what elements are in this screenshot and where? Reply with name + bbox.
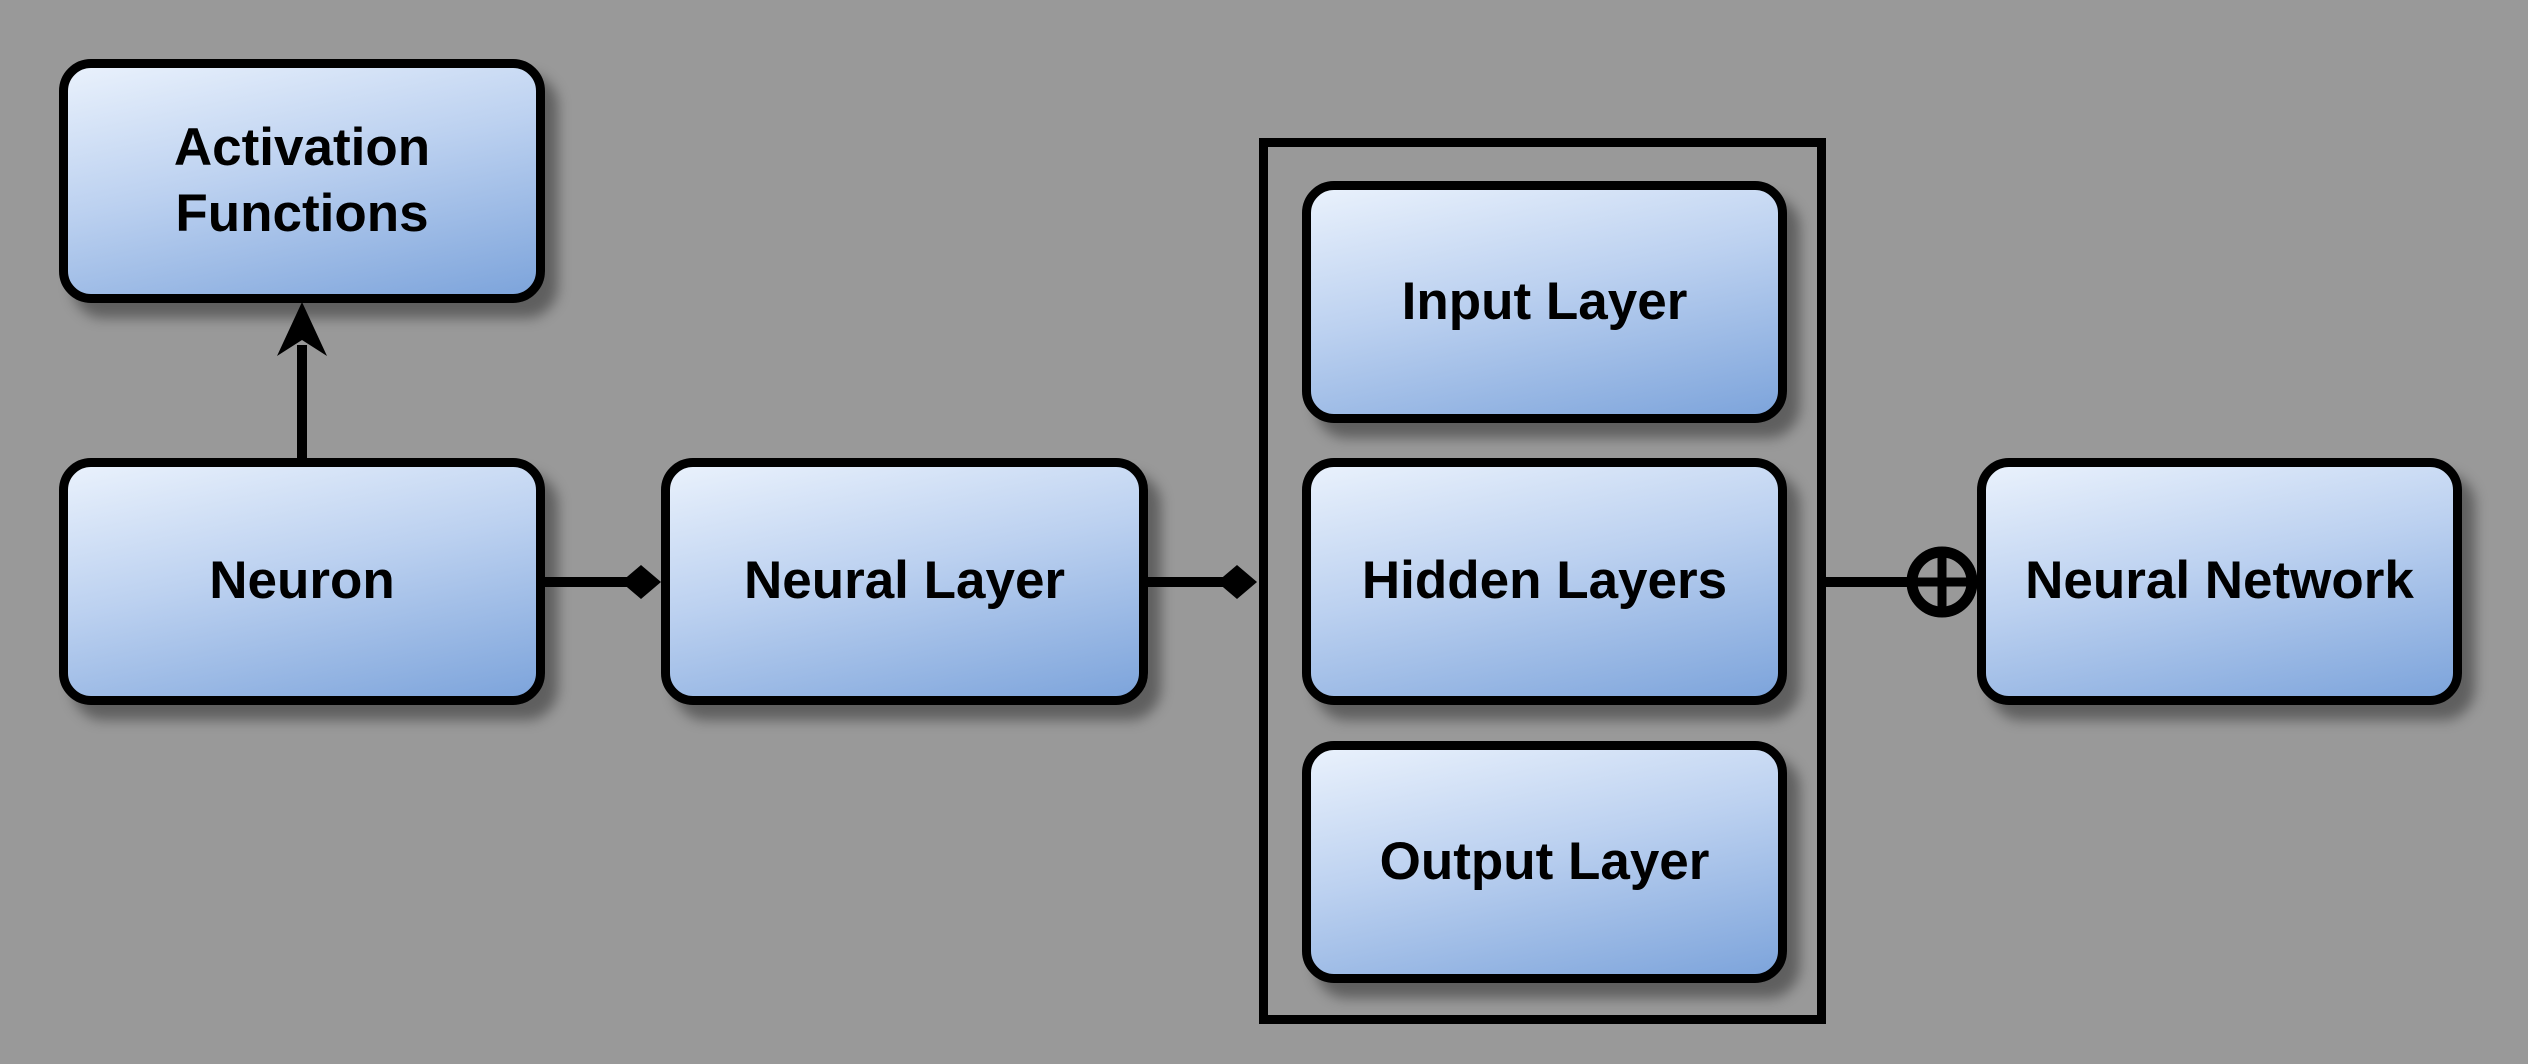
node-neuron: Neuron	[59, 458, 545, 705]
diamond-arrowhead-icon	[621, 565, 661, 599]
node-label: Neural Layer	[743, 551, 1066, 611]
node-label: Hidden Layers	[1361, 551, 1728, 611]
node-output-layer: Output Layer	[1302, 741, 1787, 983]
node-input-layer: Input Layer	[1302, 181, 1787, 423]
edge-group-to-neural-network	[1822, 546, 1978, 618]
up-arrowhead-icon	[277, 302, 327, 356]
node-label: Neural Network	[2025, 551, 2414, 611]
diamond-arrowhead-icon	[1217, 565, 1257, 599]
node-label: Output Layer	[1379, 831, 1710, 891]
edge-neuron-to-neural-layer	[541, 565, 661, 599]
node-hidden-layers: Hidden Layers	[1302, 458, 1787, 705]
edge-neuron-to-activation	[277, 302, 327, 462]
edge-neural-layer-to-group	[1143, 565, 1257, 599]
node-activation-functions: Activation Functions	[59, 59, 545, 303]
node-label: Neuron	[209, 551, 395, 611]
node-label: Input Layer	[1401, 271, 1688, 331]
node-neural-layer: Neural Layer	[661, 458, 1148, 705]
node-neural-network: Neural Network	[1977, 458, 2462, 705]
node-label: Activation Functions	[173, 117, 431, 243]
layers-group-box	[1259, 138, 1826, 1024]
